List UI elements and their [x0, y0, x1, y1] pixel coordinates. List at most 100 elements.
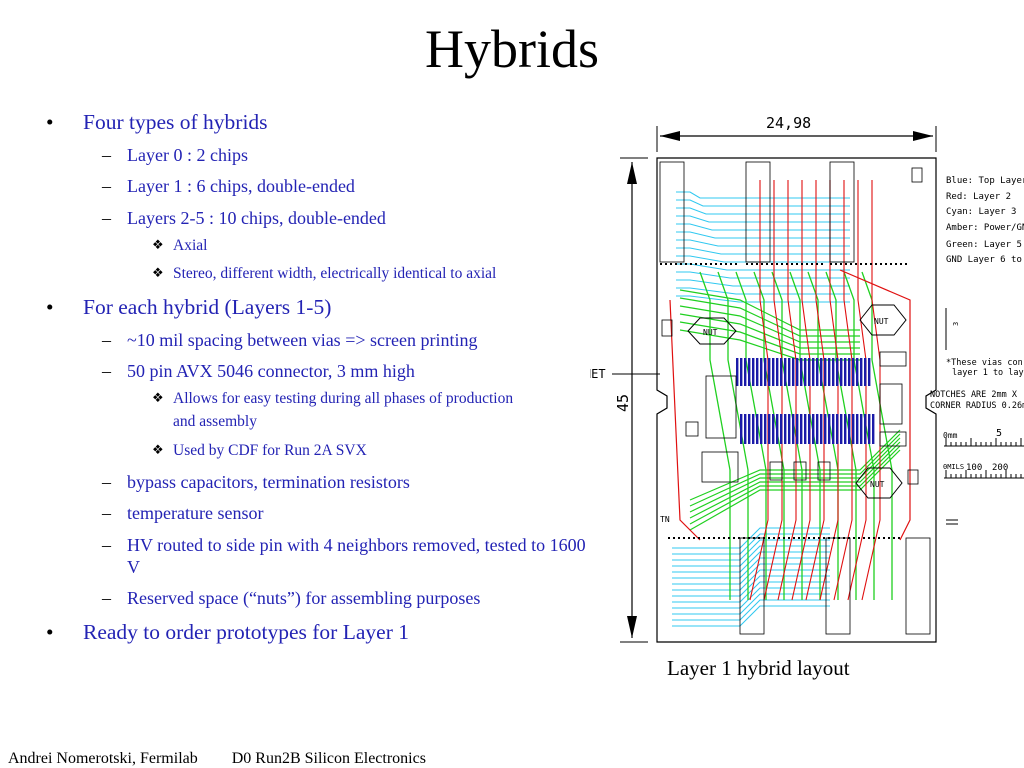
chip-pad — [748, 414, 751, 444]
dash-marker: – — [102, 535, 111, 555]
chip-pad — [804, 414, 807, 444]
cyan-trace — [672, 605, 830, 627]
sub-bullet-item: –Layer 0 : 2 chips — [40, 145, 620, 167]
dash-marker: – — [102, 588, 111, 609]
component — [769, 461, 783, 481]
scale-mm-label: 0mm — [943, 431, 958, 440]
chip-pad — [812, 414, 815, 444]
cyan-trace — [676, 215, 850, 223]
legend-line: Red: Layer 2 — [946, 192, 1011, 202]
hv-net-label: HIGH VOLTAGE NET — [590, 367, 606, 381]
chip-pad — [740, 358, 743, 386]
finger-connector — [739, 537, 765, 635]
sub-bullet-item: –HV routed to side pin with 4 neighbors … — [40, 535, 597, 578]
bullet-marker: • — [46, 619, 54, 644]
green-trace — [689, 437, 901, 513]
hybrid-layout-diagram: 24,98 45 HIGH VOLTAGE NET NUT NUT NUT TN… — [590, 114, 1024, 643]
chip-pad — [852, 358, 855, 386]
finger-connector — [905, 537, 931, 635]
dash-marker: – — [102, 503, 111, 524]
cyan-trace — [676, 191, 850, 199]
chip-pad — [860, 414, 863, 444]
legend-line: Blue: Top Layer, — [946, 176, 1024, 186]
sub-bullet-text: Layers 2-5 : 10 chips, double-ended — [127, 207, 386, 228]
legend-line: GND Layer 6 to — [946, 255, 1022, 265]
sub-sub-bullet-text: Used by CDF for Run 2A SVX — [173, 441, 367, 459]
diamond-icon: ❖ — [152, 390, 164, 406]
sub-bullet-text: ~10 mil spacing between vias => screen p… — [127, 329, 478, 350]
scale-5-label: 5 — [996, 428, 1002, 439]
chip-pad — [776, 414, 779, 444]
green-trace — [679, 321, 860, 355]
chip-pad — [860, 358, 863, 386]
chip-pad — [824, 414, 827, 444]
chip-pad — [788, 358, 791, 386]
arrow-down-icon — [627, 616, 637, 638]
chip-pad — [796, 358, 799, 386]
sub-bullet-item: –Layers 2-5 : 10 chips, double-ended — [40, 208, 620, 230]
cyan-trace — [676, 279, 850, 287]
chip-pad — [864, 414, 867, 444]
bullet-item: •Ready to order prototypes for Layer 1 — [40, 620, 620, 646]
chip-pad — [804, 358, 807, 386]
chip-pad — [816, 358, 819, 386]
chip-pad — [844, 414, 847, 444]
green-trace — [861, 271, 893, 600]
chip-pad — [788, 414, 791, 444]
chip-pad — [760, 358, 763, 386]
diagram-caption: Layer 1 hybrid layout — [667, 656, 850, 680]
sub-bullet-text: Reserved space (“nuts”) for assembling p… — [127, 588, 481, 609]
chip-pad — [792, 358, 795, 386]
green-trace — [679, 297, 860, 337]
chip-pad — [836, 414, 839, 444]
chip-pad — [780, 358, 783, 386]
chip-pad — [828, 414, 831, 444]
slide-title: Hybrids — [425, 19, 599, 79]
red-trace — [839, 269, 911, 541]
sub-sub-bullet-item: ❖Axial — [40, 234, 620, 257]
chip-pad — [780, 414, 783, 444]
arrow-up-icon — [627, 162, 637, 184]
nut-bottom-right — [855, 467, 903, 499]
legend-line: Cyan: Layer 3 — [946, 207, 1016, 217]
bullet-marker: • — [46, 110, 54, 134]
green-trace — [717, 271, 749, 600]
chip-pad — [812, 358, 815, 386]
finger-connectors — [659, 161, 931, 635]
nut-top-right — [859, 304, 907, 336]
chip-pad — [872, 414, 875, 444]
chip-pad — [864, 358, 867, 386]
bullet-text: For each hybrid (Layers 1-5) — [83, 295, 332, 320]
bullet-list: •Four types of hybrids –Layer 0 : 2 chip… — [40, 110, 620, 655]
dim-width-label: 24,98 — [766, 114, 811, 132]
component — [661, 319, 673, 337]
chip-pad — [852, 414, 855, 444]
chip-pad — [808, 358, 811, 386]
tn-label: TN — [660, 515, 670, 524]
chip-pad — [840, 358, 843, 386]
cyan-trace — [672, 581, 830, 603]
chip-pad — [800, 414, 803, 444]
chip-pad — [828, 358, 831, 386]
component — [911, 167, 923, 183]
component — [793, 461, 807, 481]
chip-pad — [756, 414, 759, 444]
chip-pad — [800, 358, 803, 386]
chip-pad — [796, 414, 799, 444]
chip-pad — [848, 414, 851, 444]
vias-note: layer 1 to laye — [952, 368, 1024, 378]
dash-marker: – — [102, 329, 111, 350]
cyan-trace — [672, 545, 830, 567]
chip-pad — [764, 414, 767, 444]
cyan-trace — [676, 271, 850, 279]
chip-pad — [836, 358, 839, 386]
cyan-trace — [676, 295, 850, 303]
chip-pad — [768, 358, 771, 386]
chip-pad — [752, 358, 755, 386]
sub-sub-bullet-item: ❖Stereo, different width, electrically i… — [40, 262, 620, 285]
chip-pad — [764, 358, 767, 386]
chip-pad — [792, 414, 795, 444]
chip-pad — [856, 414, 859, 444]
cyan-trace — [672, 557, 830, 579]
chip-pad — [868, 414, 871, 444]
